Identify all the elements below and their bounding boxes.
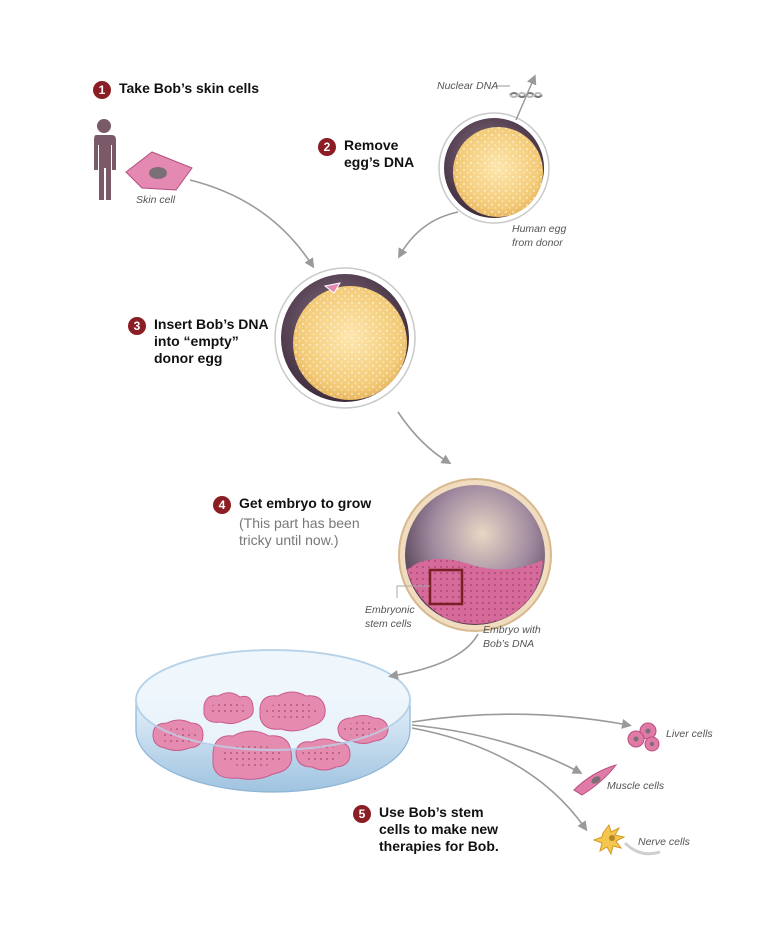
step-5-badge: 5	[353, 805, 371, 823]
arrow-insert-to-embryo	[397, 411, 452, 465]
liver-cells-icon	[627, 722, 660, 752]
step-5-text: Use Bob’s stem cells to make new therapi…	[379, 804, 499, 854]
nerve-cells-label: Nerve cells	[638, 836, 690, 848]
step-2-badge: 2	[318, 138, 336, 156]
arrow-skin-to-egg	[189, 179, 315, 269]
step-2: 2 Remove egg’s DNA	[318, 137, 414, 171]
nuclear-dna-icon	[497, 74, 543, 121]
step-5: 5 Use Bob’s stem cells to make new thera…	[353, 804, 499, 855]
skin-cell-label: Skin cell	[136, 194, 176, 206]
muscle-cells-label: Muscle cells	[607, 780, 665, 792]
flow-arrows	[189, 179, 632, 832]
step-1-badge: 1	[93, 81, 111, 99]
liver-cells-label: Liver cells	[666, 728, 713, 740]
step-1: 1 Take Bob’s skin cells	[93, 80, 259, 99]
human-egg-label: Human egg from donor	[512, 223, 567, 249]
step-3-text: Insert Bob’s DNA into “empty” donor egg	[154, 316, 269, 366]
step-3: 3 Insert Bob’s DNA into “empty” donor eg…	[128, 316, 269, 367]
arrow-egg-to-insert	[398, 211, 459, 259]
step-2-text: Remove egg’s DNA	[344, 137, 415, 170]
bob-figure	[94, 119, 116, 200]
step-4: 4 Get embryo to grow (This part has been…	[213, 495, 371, 549]
arrow-dish-to-nerve	[411, 727, 588, 832]
arrow-dish-to-muscle	[411, 724, 583, 774]
arrow-dish-to-liver	[411, 713, 632, 729]
step-1-text: Take Bob’s skin cells	[119, 80, 260, 96]
step-4-badge: 4	[213, 496, 231, 514]
embryo-icon	[396, 478, 552, 632]
petri-dish-icon	[135, 649, 411, 793]
empty-egg-icon	[274, 267, 416, 409]
step-4-note: (This part has been tricky until now.)	[239, 515, 360, 548]
step-4-text: Get embryo to grow (This part has been t…	[239, 495, 372, 548]
nerve-cell-icon	[592, 823, 661, 856]
embryonic-stem-cells-label: Embryonic stem cells	[365, 604, 415, 630]
stem-cell-colonies	[152, 691, 389, 780]
embryo-dna-label: Embryo with Bob’s DNA	[483, 624, 541, 650]
donor-egg-icon	[438, 112, 550, 224]
skin-cell-icon	[125, 151, 193, 191]
step-3-badge: 3	[128, 317, 146, 335]
arrow-embryo-to-dish	[388, 633, 479, 680]
muscle-cell-icon	[573, 764, 618, 796]
nuclear-dna-label: Nuclear DNA	[437, 80, 499, 92]
